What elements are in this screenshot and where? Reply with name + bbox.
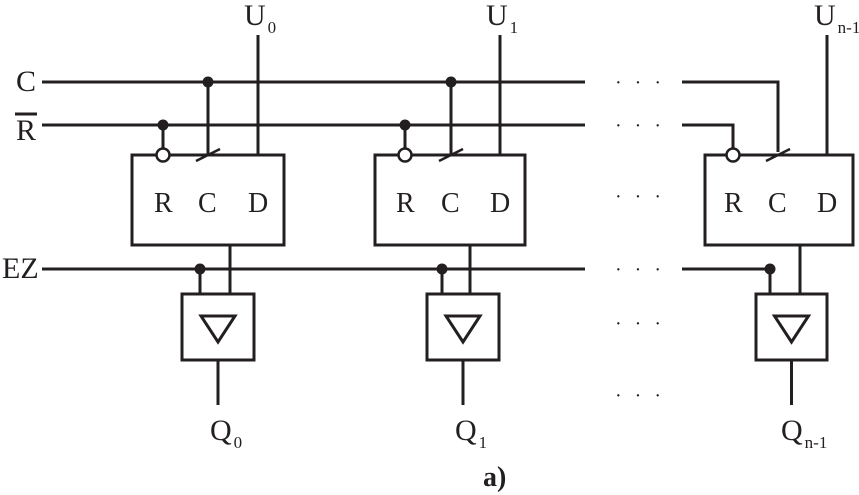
ellipsis-reset-row: · · · <box>615 115 665 137</box>
tristate-buffer-box-2 <box>754 292 829 362</box>
flipflop-box-2 <box>703 153 855 247</box>
figure-caption: a) <box>483 462 506 493</box>
enable-junction-0 <box>194 263 206 275</box>
port-label-d-1: D <box>490 188 510 219</box>
enable-junction-2 <box>764 263 776 275</box>
flipflop-box-1 <box>373 153 527 247</box>
reset-junction-1 <box>399 119 411 131</box>
port-label-c-0: C <box>198 188 217 219</box>
reset-junction-0 <box>157 119 169 131</box>
ellipsis-output-row: · · · <box>615 385 665 407</box>
port-label-r-0: R <box>154 188 173 219</box>
reset-inversion-bubble-2 <box>725 147 741 163</box>
buffer-triangle-icon-2 <box>771 314 812 345</box>
clock-junction-0 <box>202 76 214 88</box>
reset-inversion-bubble-0 <box>155 147 171 163</box>
clock-edge-mark-2 <box>765 147 791 163</box>
port-label-r-2: R <box>724 188 743 219</box>
port-label-r-1: R <box>396 188 415 219</box>
ellipsis-buffer-row: · · · <box>615 313 665 335</box>
port-label-c-1: C <box>441 188 460 219</box>
signal-label-enable: EZ <box>2 252 39 285</box>
ellipsis-enable-row: · · · <box>615 259 665 281</box>
tristate-buffer-box-0 <box>180 292 256 362</box>
port-label-d-2: D <box>817 188 837 219</box>
clock-edge-mark-0 <box>195 147 221 163</box>
reset-inversion-bubble-1 <box>397 147 413 163</box>
clock-junction-1 <box>445 76 457 88</box>
ellipsis-clock-row: · · · <box>615 72 665 94</box>
clock-bus <box>42 80 780 152</box>
tristate-buffer-box-1 <box>425 292 501 362</box>
signal-label-clock: C <box>16 65 36 98</box>
signal-label-reset: R <box>16 114 36 147</box>
enable-junction-1 <box>436 263 448 275</box>
reset-bus <box>42 123 735 150</box>
ellipsis-register-row: · · · <box>615 186 665 208</box>
buffer-triangle-icon-1 <box>443 314 483 345</box>
port-label-c-2: C <box>768 188 787 219</box>
clock-edge-mark-1 <box>438 147 464 163</box>
port-label-d-0: D <box>248 188 268 219</box>
buffer-triangle-icon-0 <box>198 314 238 345</box>
